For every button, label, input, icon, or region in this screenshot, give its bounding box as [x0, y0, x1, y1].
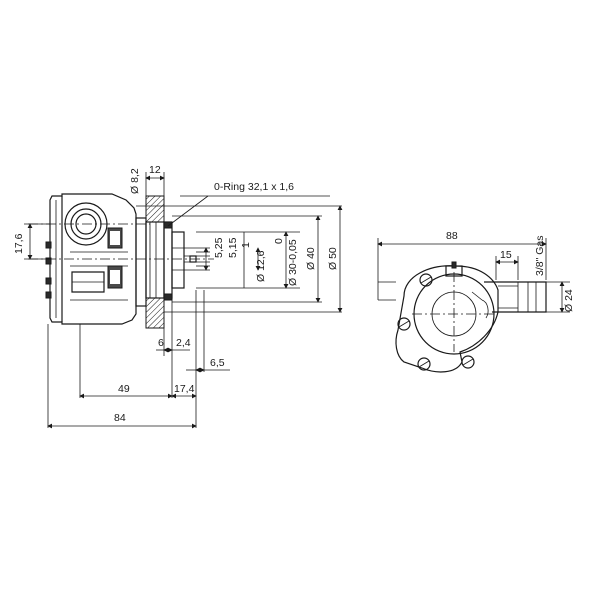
dim-84: 84 [114, 412, 126, 424]
bolt-group [397, 273, 475, 371]
dim-diameter-12-6: Ø 12,6 [255, 250, 267, 282]
dim-6-5: 6,5 [210, 357, 225, 369]
label-o-ring: 0-Ring 32,1 x 1,6 [214, 181, 294, 193]
dim-diameter-24: Ø 24 [563, 289, 575, 312]
dim-diameter-40: Ø 40 [305, 247, 317, 270]
dim-17-4: 17,4 [174, 383, 195, 395]
dim-1: 1 [240, 242, 252, 248]
dim-12: 12 [149, 164, 161, 176]
dim-6: 6 [158, 337, 164, 349]
dim-88: 88 [446, 230, 458, 242]
dim-diameter-8-2: Ø 8,2 [129, 168, 141, 194]
dim-diameter-50: Ø 50 [327, 247, 339, 270]
front-view: 88 15 3/8" Gas Ø 24 [377, 230, 575, 373]
side-view: Ø 8,2 12 0-Ring 32,1 x 1,6 17,6 5,25 5,1… [13, 164, 343, 429]
dim-5-25: 5,25 [213, 237, 225, 258]
dim-49: 49 [118, 383, 130, 395]
dim-15: 15 [500, 249, 512, 261]
dim-17-6: 17,6 [13, 233, 25, 254]
dim-2-4: 2,4 [176, 337, 191, 349]
label-3-8-gas: 3/8" Gas [534, 236, 546, 277]
dim-diameter-30: Ø 30-0,05 [287, 239, 299, 286]
dim-0: 0 [273, 238, 285, 244]
dim-5-15: 5,15 [227, 237, 239, 258]
